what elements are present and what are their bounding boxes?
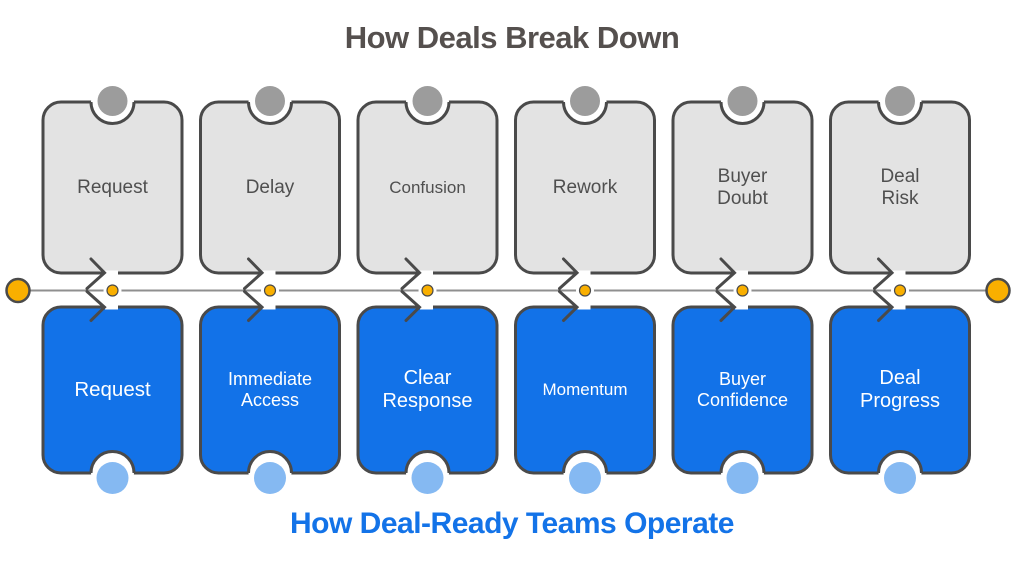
connector-dot-3 xyxy=(421,284,434,297)
operate-card-4 xyxy=(514,290,656,496)
bottom-title: How Deal-Ready Teams Operate xyxy=(290,507,734,540)
breakdown-card-6 xyxy=(829,79,971,290)
operate-card-5 xyxy=(671,290,814,496)
breakdown-card-5 xyxy=(671,79,814,290)
connector-dot-6 xyxy=(893,284,907,297)
connector-dot-2 xyxy=(263,284,277,297)
breakdown-card-2 xyxy=(199,79,341,290)
operate-card-2 xyxy=(199,290,341,496)
timeline-end-node xyxy=(985,277,1011,304)
operate-card-1 xyxy=(41,290,184,496)
operate-card-3 xyxy=(356,290,499,496)
breakdown-card-4 xyxy=(514,79,656,290)
timeline-connector-dots xyxy=(103,281,909,300)
timeline-start-node xyxy=(5,277,31,304)
breakdown-card-3 xyxy=(356,79,499,290)
connector-dot-1 xyxy=(106,284,119,297)
operate-card-6 xyxy=(829,290,971,496)
top-title: How Deals Break Down xyxy=(344,20,680,55)
connector-dot-5 xyxy=(736,284,749,297)
connector-dot-4 xyxy=(578,284,592,297)
breakdown-card-1 xyxy=(41,79,184,290)
